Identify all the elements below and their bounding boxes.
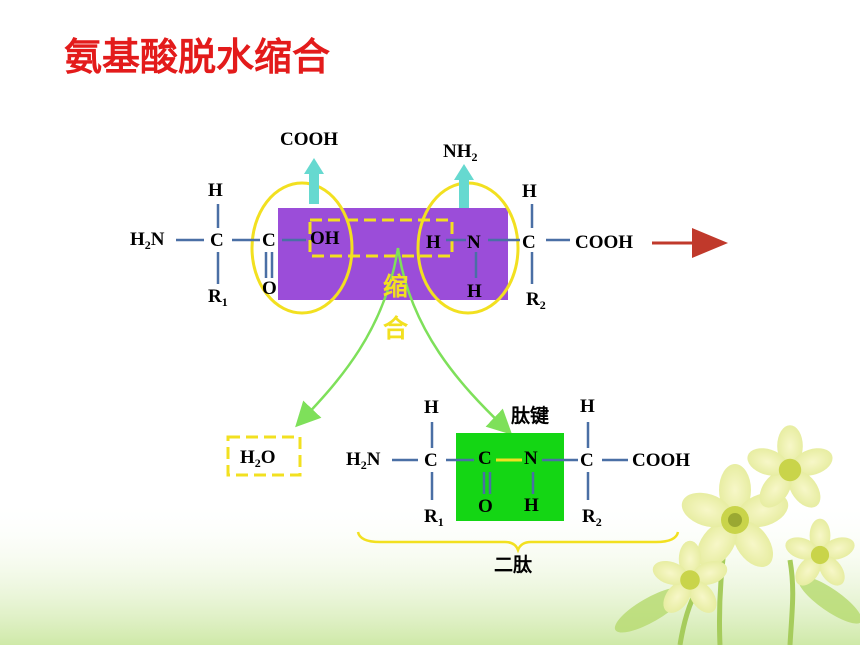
dipeptide-carboxyl: COOH [632,450,691,471]
condensation-label-2: 合 [383,314,409,343]
hydrogen-1: H [208,180,223,201]
r-group-1: R1 [208,286,228,309]
dipeptide-r-group-2: R2 [582,506,602,529]
nitrogen-2: N [467,232,481,253]
carboxyl-group-ellipse [250,181,354,315]
page-title: 氨基酸脱水缩合 [64,35,331,79]
dipeptide-carbonyl-oxygen: O [478,496,493,517]
carbonyl-oxygen: O [262,278,277,299]
dipeptide-r-group-1: R1 [424,506,444,529]
dipeptide-carbon-3: C [580,450,594,471]
dipeptide-brace [356,531,680,554]
dipeptide-label: 二肽 [494,554,533,576]
removed-amino-label: NH2 [443,141,478,164]
hydrogen-2: H [522,181,537,202]
bond-lines-bottom [392,422,628,500]
hydroxyl-group: OH [310,228,340,249]
peptide-bond-label: 肽键 [511,405,550,427]
carboxyl-carbon: C [262,230,276,251]
nitrogen-hydrogen-2: H [467,281,482,302]
r-group-2: R2 [526,289,546,312]
removed-carboxyl-label: COOH [280,129,339,150]
water-label: H2O [240,447,276,470]
curved-arrow-to-water [295,247,400,428]
up-arrow-icon [304,158,324,204]
dipeptide-carbon-1: C [424,450,438,471]
daffodil-flower-icon [681,464,789,568]
water-dashed-box [226,435,302,477]
daffodil-flower-icon [652,540,728,613]
daffodil-flower-icon [785,518,855,586]
alpha-carbon-1: C [210,230,224,251]
bond-lines-top [176,204,570,284]
curved-arrow-to-dipeptide [396,247,513,435]
daffodil-flower-icon [747,425,833,508]
dipeptide-carbonyl-carbon: C [478,448,492,469]
dipeptide-nitrogen-hydrogen: H [524,495,539,516]
dipeptide-hydrogen-1: H [424,397,439,418]
dipeptide-amino-group: H2N [346,449,381,472]
peptide-bond-box [456,433,564,521]
carboxyl-group-2: COOH [575,232,634,253]
dipeptide-hydrogen-3: H [580,396,595,417]
amino-group-1: H2N [130,229,165,252]
up-arrow-icon [454,164,474,208]
condensation-label-1: 缩 [383,272,409,301]
condensation-region-box [278,208,508,300]
alpha-carbon-2: C [522,232,536,253]
amino-hydrogen: H [426,232,441,253]
dipeptide-nitrogen: N [524,448,538,469]
